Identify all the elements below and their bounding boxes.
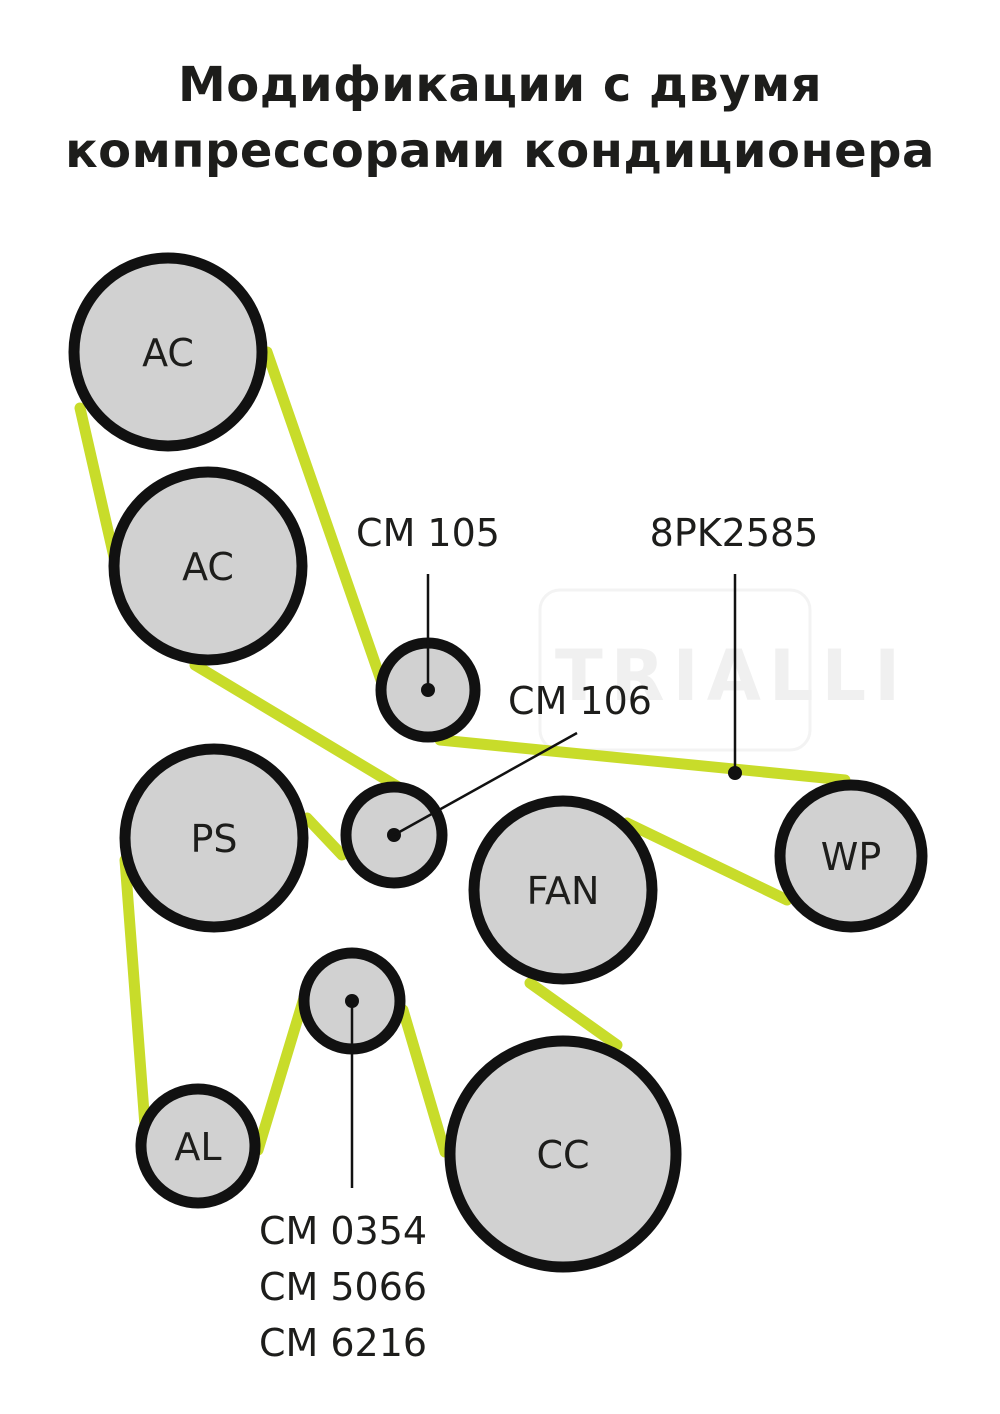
callout-cm106: CM 106 bbox=[508, 679, 652, 723]
title-line-1: Модификации с двумя bbox=[177, 57, 823, 113]
watermark-frame bbox=[538, 588, 812, 752]
watermark-text: TRIALLI bbox=[555, 635, 908, 717]
leader-line-cm106 bbox=[393, 731, 578, 837]
pulley-ac-upper: AC bbox=[68, 252, 268, 452]
belt-segment bbox=[621, 817, 793, 906]
callout-cm105: CM 105 bbox=[356, 511, 500, 555]
pulley-label: AC bbox=[182, 545, 234, 589]
pulley-ac-lower: AC bbox=[108, 466, 308, 666]
pulley-label: FAN bbox=[527, 869, 600, 913]
pulley-al: AL bbox=[135, 1083, 261, 1209]
pulley-label: AL bbox=[174, 1125, 221, 1169]
pulley-ps: PS bbox=[119, 743, 309, 933]
belt-segment bbox=[252, 992, 310, 1156]
pulley-wp: WP bbox=[774, 779, 928, 933]
belt-segment bbox=[189, 659, 406, 794]
pulley-label: WP bbox=[821, 835, 882, 879]
belt-segment bbox=[301, 812, 348, 861]
belt-segment bbox=[524, 977, 623, 1051]
callout-cm6216: CM 6216 bbox=[259, 1321, 427, 1365]
callout-cm0354: CM 0354 bbox=[259, 1209, 427, 1253]
pulley-cc: CC bbox=[444, 1035, 682, 1273]
belt-marker-dot bbox=[728, 766, 742, 780]
belt-8pk2585 bbox=[74, 346, 851, 1158]
pulley-fan: FAN bbox=[468, 795, 658, 985]
belt-segment bbox=[261, 346, 388, 689]
belt-segment bbox=[434, 734, 851, 786]
pulley-label: CC bbox=[536, 1133, 589, 1177]
title-line-2: компрессорами кондиционера bbox=[65, 123, 935, 179]
pulley-label: AC bbox=[142, 331, 194, 375]
belt-segment bbox=[74, 402, 123, 576]
callout-cm5066: CM 5066 bbox=[259, 1265, 427, 1309]
callout-belt-part: 8PK2585 bbox=[650, 511, 819, 555]
pulley-label: PS bbox=[190, 817, 237, 861]
page-title: Модификации с двумя компрессорами кондиц… bbox=[0, 52, 1000, 184]
watermark-group: TRIALLI bbox=[538, 588, 908, 752]
belt-segment bbox=[397, 1004, 451, 1158]
belt-segment bbox=[119, 854, 151, 1132]
